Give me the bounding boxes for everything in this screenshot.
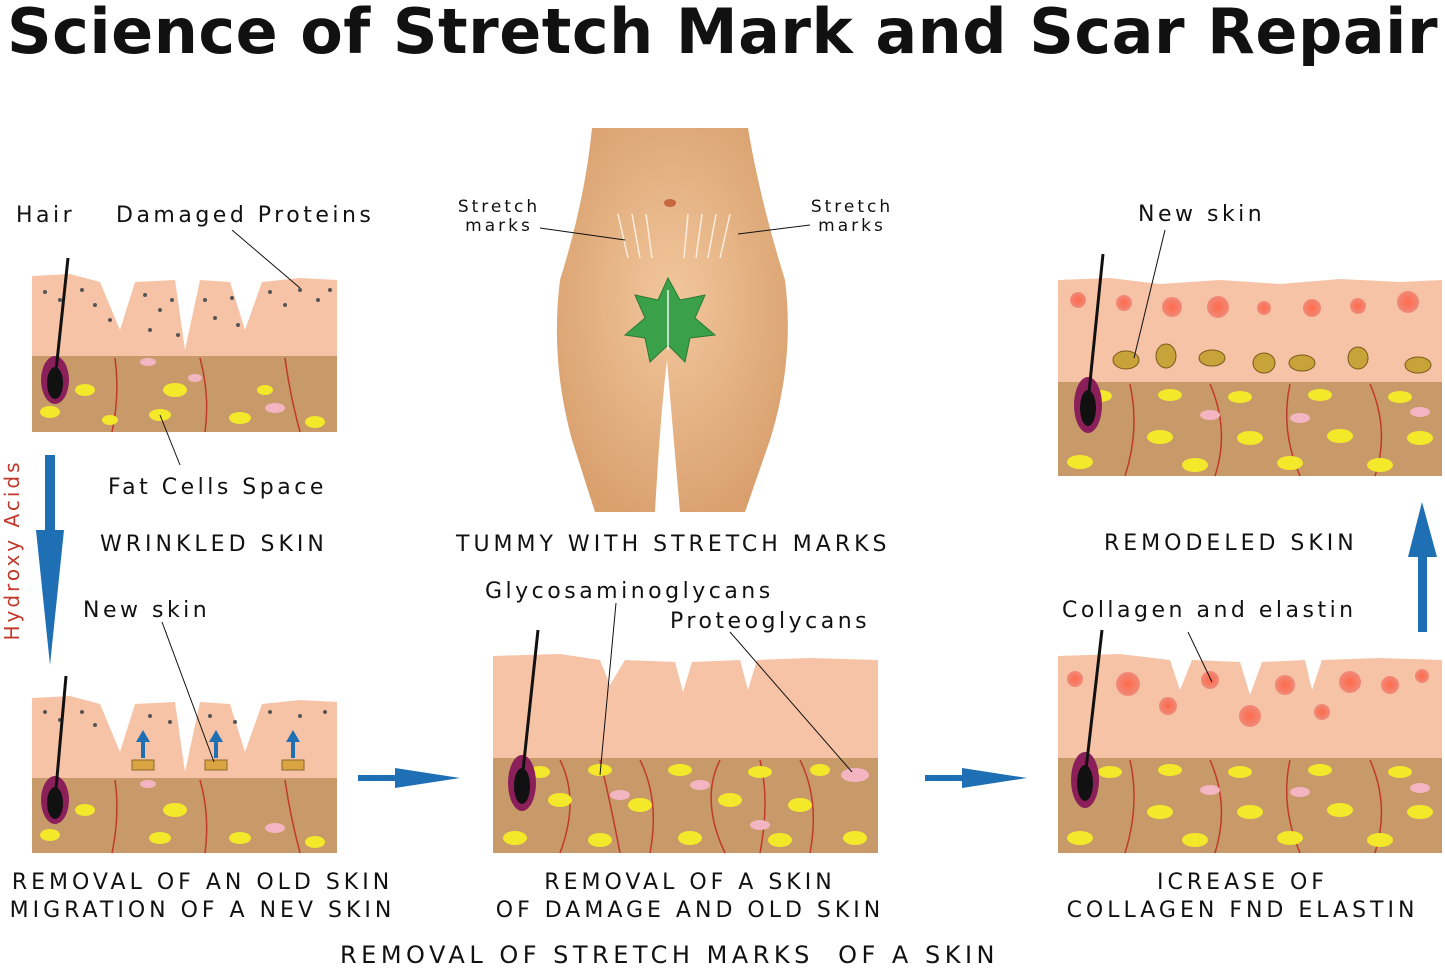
process-arrow-1 [358,768,460,788]
glycosaminoglycans-label: Glycosaminoglycans [485,579,774,604]
hair-label: Hair [16,203,76,228]
proteoglycans-label: Proteoglycans [670,609,871,634]
remodeled-skin-caption: REMODELED SKIN [1104,531,1358,556]
tummy-caption: TUMMY WITH STRETCH MARKS [456,532,891,557]
upward-arrow [1408,502,1437,632]
caption-line-1: REMOVAL OF A SKIN [544,870,836,895]
caption-line-2: OF DAMAGE AND OLD SKIN [495,898,885,923]
wrinkled-skin-diagram [32,229,337,466]
increase-collagen-diagram [1058,629,1442,854]
wrinkled-skin-caption: WRINKLED SKIN [100,532,328,557]
hair-shaft [53,257,70,381]
epidermis-layer [32,274,337,356]
blood-vessels [111,357,301,433]
stretch-mark-lines [617,213,731,259]
removal-damage-caption: REMOVAL OF A SKIN OF DAMAGE AND OLD SKIN [480,869,900,925]
removal-old-skin-diagram [32,621,337,854]
page-title: Science of Stretch Mark and Scar Repair [6,0,1439,68]
caption-line-1: REMOVAL OF AN OLD SKIN [11,870,394,895]
process-arrow-2 [925,768,1027,788]
stretch-marks-label-left: Stretch marks [457,197,541,236]
collagen-elastin-label: Collagen and elastin [1062,598,1357,623]
increase-collagen-caption: ICREASE OF COLLAGEN FND ELASTIN [1050,869,1435,925]
removal-old-skin-caption: REMOVAL OF AN OLD SKIN MIGRATION OF A NE… [0,869,405,925]
remodeled-skin-diagram [1058,229,1442,477]
hydroxy-acid-arrow [36,455,64,665]
tummy-illustration [539,128,811,512]
hydroxy-acids-label: Hydroxy Acids [0,459,24,641]
damaged-proteins-label: Damaged Proteins [116,203,375,228]
caption-line-2: COLLAGEN FND ELASTIN [1066,898,1419,923]
stretch-marks-label-right: Stretch marks [810,197,894,236]
new-skin-label-top: New skin [1138,202,1266,227]
footer-caption: REMOVAL OF STRETCH MARKS OF A SKIN [340,941,999,969]
damaged-protein-dots [43,288,332,337]
removal-damage-diagram [493,602,878,854]
fat-cells-space-label: Fat Cells Space [108,475,327,500]
caption-line-1: ICREASE OF [1157,870,1328,895]
caption-line-2: MIGRATION OF A NEV SKIN [9,898,396,923]
new-cells [1070,291,1419,318]
new-skin-label-bottom: New skin [83,598,211,623]
